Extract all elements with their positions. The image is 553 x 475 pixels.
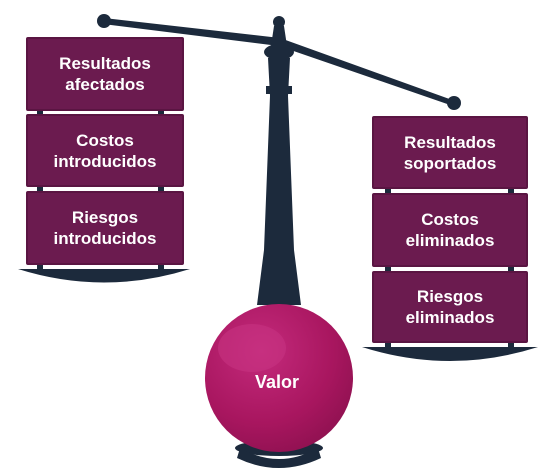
right-pan: [362, 347, 538, 361]
column-collar: [264, 44, 294, 60]
ball-highlight: [218, 324, 286, 372]
right-box-connectors: [385, 188, 514, 347]
left-pan: [18, 269, 190, 283]
finial-knob: [273, 16, 285, 28]
beam-left-end: [97, 14, 111, 28]
finial-neck: [271, 26, 287, 46]
valor-label: Valor: [254, 371, 300, 392]
right-box-costos-eliminados: Costos eliminados: [372, 193, 528, 267]
scale-beam: [103, 18, 455, 106]
beam-right-end: [447, 96, 461, 110]
left-box-resultados-afectados: Resultados afectados: [26, 37, 184, 111]
scale-column: [257, 58, 301, 305]
scale-base: [237, 448, 321, 468]
right-box-riesgos-eliminados: Riesgos eliminados: [372, 271, 528, 343]
right-box-resultados-soportados: Resultados soportados: [372, 116, 528, 189]
left-box-riesgos-introducidos: Riesgos introducidos: [26, 191, 184, 265]
left-box-costos-introducidos: Costos introducidos: [26, 114, 184, 187]
left-box-connectors: [37, 110, 164, 269]
